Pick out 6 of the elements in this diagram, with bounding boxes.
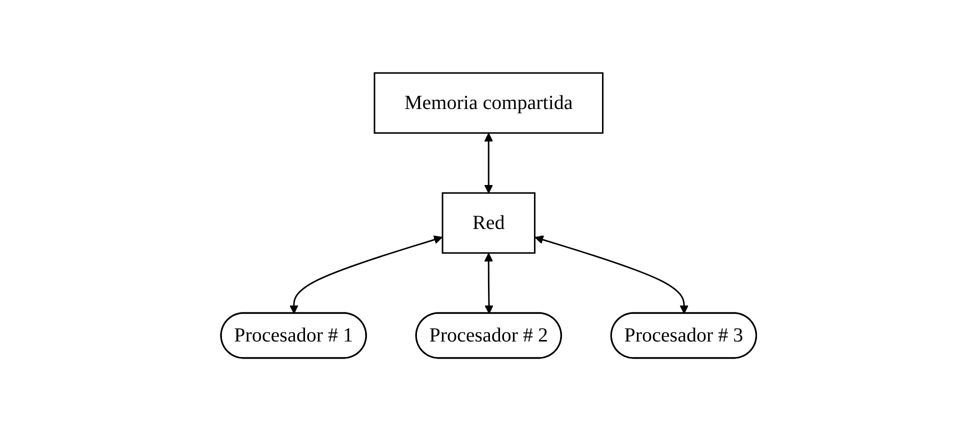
node-box: Memoria compartida [374, 72, 604, 134]
arrow [534, 234, 688, 314]
node-box: Red [442, 192, 536, 254]
arrow [484, 132, 493, 193]
arrow [289, 234, 442, 314]
arrow [484, 252, 494, 314]
